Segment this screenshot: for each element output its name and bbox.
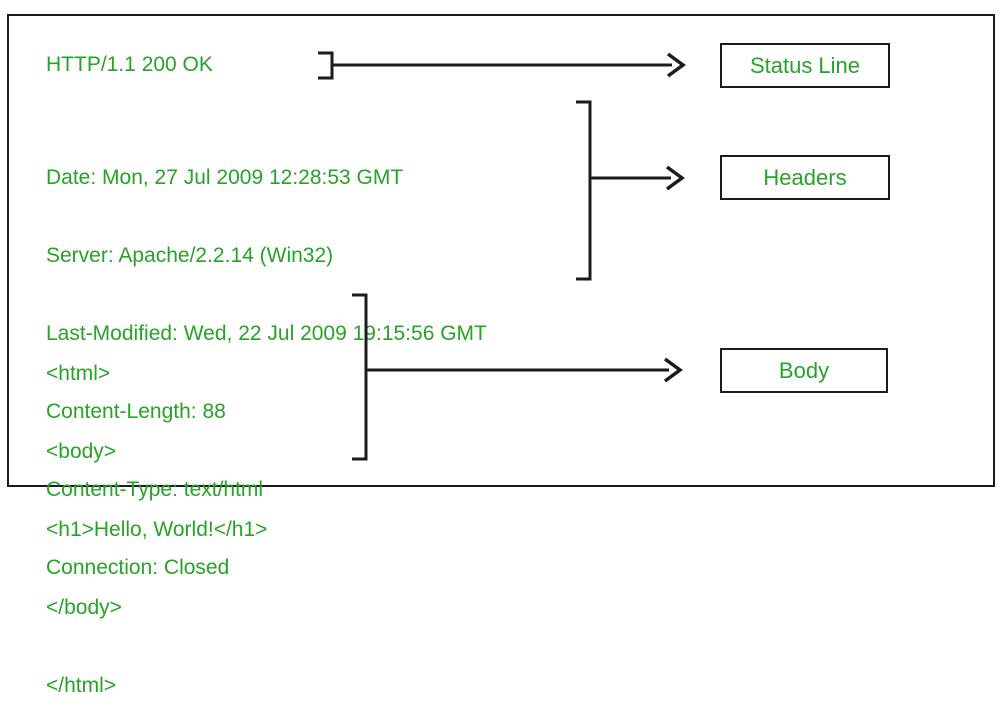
headers-label-box: Headers bbox=[720, 155, 890, 200]
body-line: <h1>Hello, World!</h1> bbox=[46, 518, 268, 541]
header-line: Last-Modified: Wed, 22 Jul 2009 19:15:56… bbox=[46, 322, 487, 345]
headers-bracket bbox=[576, 100, 592, 281]
status-line-text: HTTP/1.1 200 OK bbox=[46, 53, 213, 76]
status-line-arrowhead-icon bbox=[666, 52, 686, 78]
header-line: Content-Type: text/html bbox=[46, 478, 264, 501]
body-line: </body> bbox=[46, 596, 122, 619]
diagram-frame bbox=[7, 14, 995, 487]
body-arrowhead-icon bbox=[663, 357, 683, 383]
header-line: Server: Apache/2.2.14 (Win32) bbox=[46, 244, 334, 267]
status-line-bracket bbox=[318, 51, 334, 80]
headers-arrowhead-icon bbox=[665, 165, 685, 191]
connector-layer bbox=[318, 51, 686, 461]
header-line: Date: Mon, 27 Jul 2009 12:28:53 GMT bbox=[46, 166, 404, 189]
body-label-box: Body bbox=[720, 348, 888, 393]
body-line: </html> bbox=[46, 674, 117, 697]
body-line: <html> bbox=[46, 362, 111, 385]
body-line: <body> bbox=[46, 440, 117, 463]
status-line-label-box: Status Line bbox=[720, 43, 890, 88]
body-bracket bbox=[352, 293, 368, 461]
header-line: Content-Length: 88 bbox=[46, 400, 226, 423]
headers-label: Headers bbox=[763, 164, 847, 190]
status-line-label: Status Line bbox=[749, 52, 861, 78]
body-label: Body bbox=[778, 357, 830, 383]
